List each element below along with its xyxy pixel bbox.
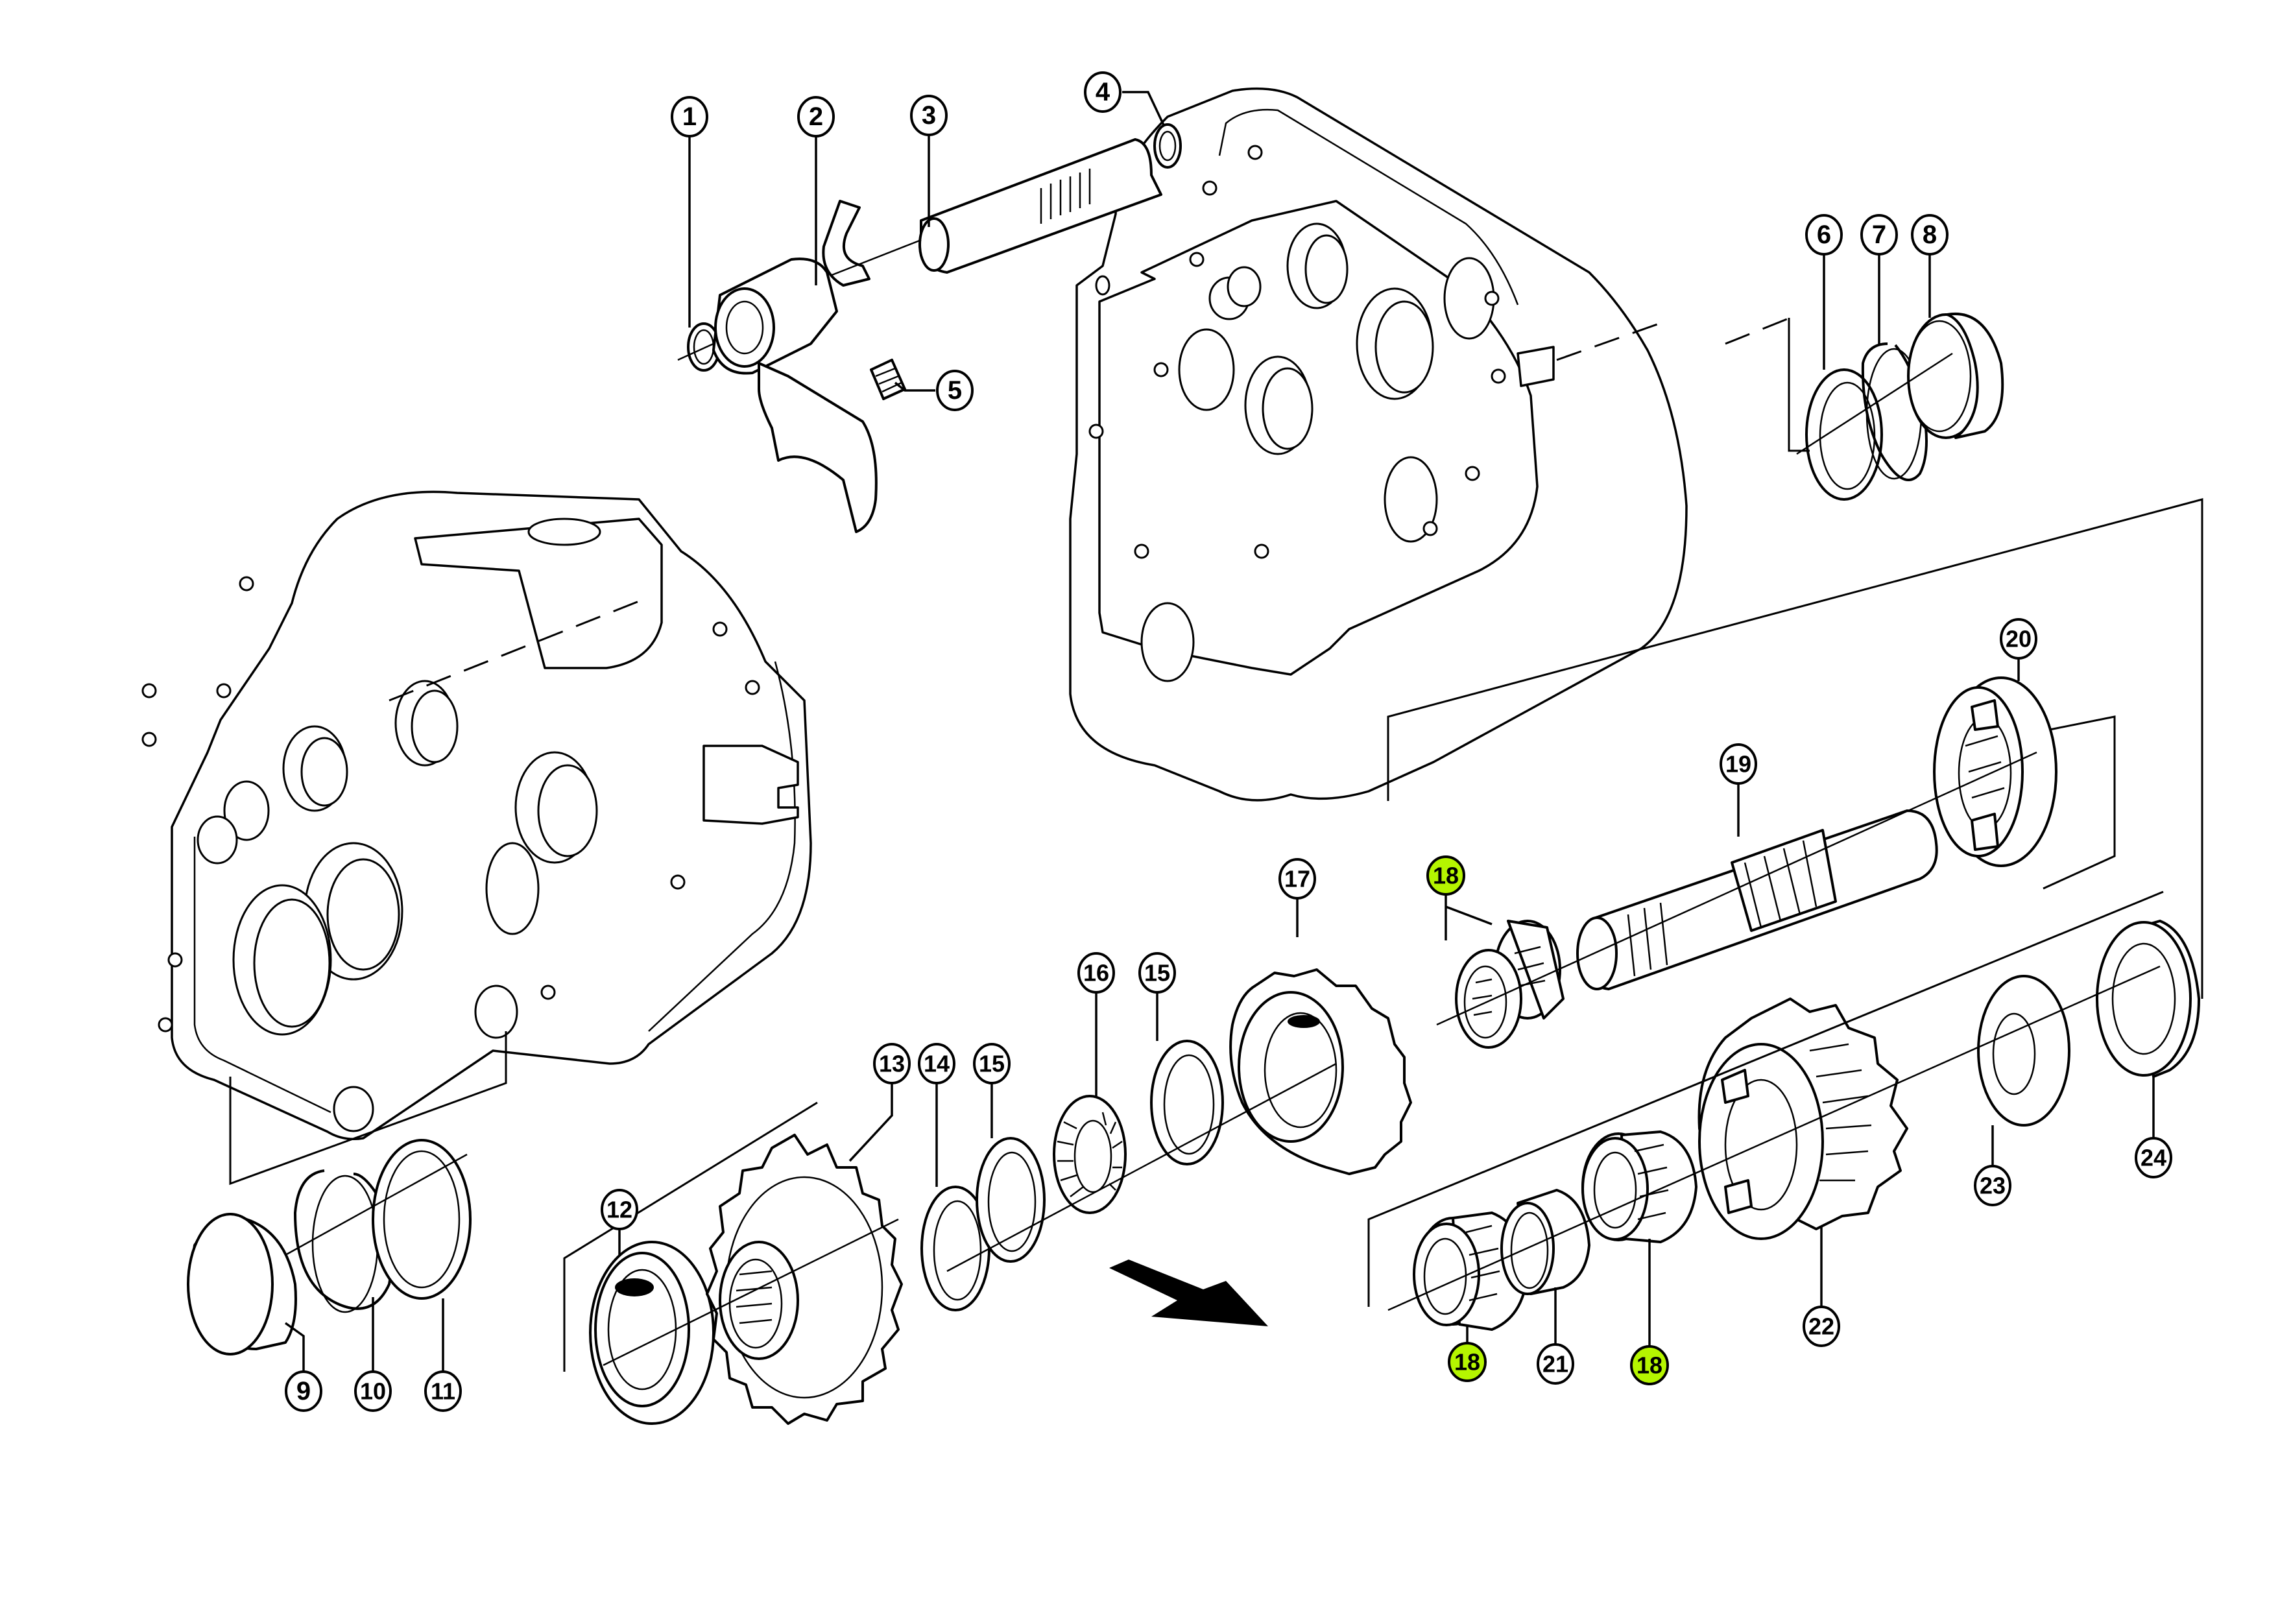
callout-14[interactable]: 14 (918, 1043, 955, 1084)
bearing-12-gear-13 (563, 1101, 903, 1425)
washers-and-gear-17 (920, 968, 1412, 1311)
callout-4[interactable]: 4 (1084, 71, 1122, 113)
cap-and-rings (187, 1031, 507, 1355)
callout-7-label: 7 (1872, 221, 1886, 249)
callout-9[interactable]: 9 (285, 1370, 322, 1412)
callout-18-label: 18 (1454, 1349, 1480, 1376)
rings-upper-right (1725, 312, 2004, 501)
callouts: 1 2 3 4 5 6 7 8 (285, 71, 2172, 1412)
callout-13-label: 13 (879, 1051, 905, 1077)
callout-8-label: 8 (1923, 221, 1937, 249)
callout-12-label: 12 (606, 1197, 632, 1223)
callout-18-bottom-left[interactable]: 18 (1448, 1342, 1487, 1382)
callout-22-label: 22 (1808, 1313, 1834, 1340)
callout-19-label: 19 (1725, 751, 1751, 778)
callout-19[interactable]: 19 (1720, 743, 1757, 785)
callout-17-label: 17 (1284, 866, 1310, 892)
callout-18-label: 18 (1637, 1352, 1662, 1379)
callout-23-label: 23 (1980, 1173, 2006, 1199)
callout-1[interactable]: 1 (671, 96, 708, 137)
callout-21-label: 21 (1542, 1351, 1568, 1378)
callout-18-bottom-right[interactable]: 18 (1630, 1345, 1669, 1385)
callout-3-label: 3 (922, 101, 936, 130)
callout-2[interactable]: 2 (797, 96, 835, 137)
assembly-direction-arrow (1109, 1260, 1268, 1326)
callout-9-label: 9 (296, 1377, 311, 1405)
callout-11[interactable]: 11 (424, 1370, 462, 1412)
gear-13-shape (706, 1134, 903, 1425)
part-4-ring (1153, 123, 1182, 169)
callout-15-second[interactable]: 15 (1138, 952, 1176, 994)
callout-5-label: 5 (948, 376, 962, 405)
shift-assembly (677, 123, 1182, 533)
callout-15-label: 15 (979, 1051, 1005, 1077)
callout-24[interactable]: 24 (2135, 1137, 2172, 1178)
leader-lines (284, 91, 2155, 1372)
rear-housing (1069, 87, 1688, 802)
callout-20-label: 20 (2006, 626, 2032, 652)
callout-24-label: 24 (2141, 1145, 2166, 1171)
front-housing (141, 490, 812, 1140)
callout-17[interactable]: 17 (1278, 858, 1316, 900)
callout-12[interactable]: 12 (601, 1189, 638, 1230)
callout-14-label: 14 (924, 1051, 950, 1077)
callout-2-label: 2 (809, 102, 823, 131)
callout-23[interactable]: 23 (1974, 1165, 2011, 1206)
callout-16-label: 16 (1083, 960, 1109, 986)
shaft-group (1387, 498, 2203, 1049)
callout-7[interactable]: 7 (1860, 214, 1898, 256)
callout-10-label: 10 (360, 1378, 386, 1405)
callout-6[interactable]: 6 (1805, 214, 1843, 256)
callout-6-label: 6 (1817, 221, 1831, 249)
callout-4-label: 4 (1096, 78, 1110, 106)
callout-20[interactable]: 20 (2000, 618, 2037, 660)
callout-21[interactable]: 21 (1537, 1343, 1574, 1385)
callout-1-label: 1 (682, 102, 697, 131)
lower-group (1367, 890, 2200, 1331)
callout-13[interactable]: 13 (873, 1043, 911, 1084)
callout-11-label: 11 (431, 1378, 455, 1405)
callout-15-label: 15 (1144, 960, 1170, 986)
callout-3[interactable]: 3 (910, 95, 948, 136)
callout-10[interactable]: 10 (354, 1370, 392, 1412)
callout-5[interactable]: 5 (936, 370, 974, 411)
callout-15-first[interactable]: 15 (973, 1043, 1011, 1084)
callout-18-top[interactable]: 18 (1426, 855, 1465, 896)
callout-18-label: 18 (1433, 863, 1459, 889)
callout-16[interactable]: 16 (1077, 952, 1115, 994)
callout-8[interactable]: 8 (1911, 214, 1949, 256)
callout-22[interactable]: 22 (1803, 1306, 1840, 1347)
